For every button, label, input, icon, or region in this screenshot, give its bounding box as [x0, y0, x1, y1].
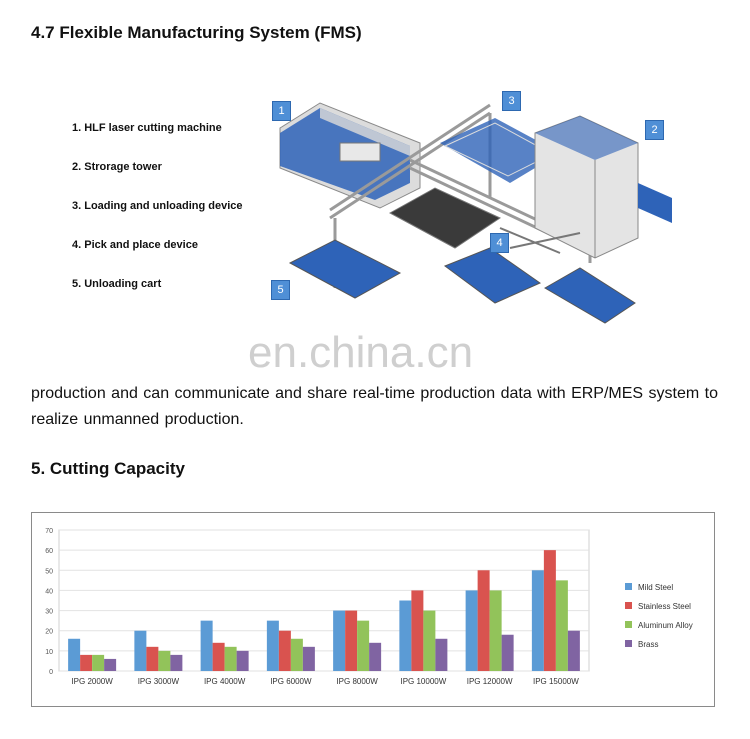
bar-stainless-steel [80, 654, 93, 671]
cutting-table [388, 187, 502, 249]
bar-stainless-steel [477, 570, 490, 671]
bar-aluminum-alloy [357, 620, 370, 671]
component-item: 1. HLF laser cutting machine [72, 122, 222, 134]
callout-3: 3 [502, 91, 521, 111]
x-tick-label: IPG 15000W [533, 677, 579, 686]
legend-label: Stainless Steel [638, 602, 691, 611]
x-tick-label: IPG 12000W [467, 677, 513, 686]
bar-aluminum-alloy [555, 580, 568, 671]
bar-brass [236, 650, 249, 671]
bar-aluminum-alloy [224, 646, 237, 671]
bar-mild-steel [399, 600, 412, 671]
bar-stainless-steel [212, 642, 225, 671]
x-tick-label: IPG 8000W [336, 677, 378, 686]
x-tick-label: IPG 2000W [71, 677, 113, 686]
callout-2: 2 [645, 120, 664, 140]
fms-heading: 4.7 Flexible Manufacturing System (FMS) [31, 23, 362, 42]
bar-aluminum-alloy [489, 590, 502, 671]
bar-stainless-steel [278, 630, 291, 671]
laser-cutting-machine [279, 102, 421, 209]
legend-swatch [625, 583, 632, 590]
bar-stainless-steel [543, 550, 556, 671]
y-tick-label: 70 [45, 528, 53, 535]
bar-mild-steel [333, 610, 346, 671]
bar-brass [302, 646, 315, 671]
y-tick-label: 60 [45, 548, 53, 555]
bar-mild-steel [266, 620, 279, 671]
bar-aluminum-alloy [423, 610, 436, 671]
legend-swatch [625, 602, 632, 609]
bar-mild-steel [134, 630, 147, 671]
bar-aluminum-alloy [158, 650, 171, 671]
unloading-cart [443, 247, 542, 304]
bar-brass [435, 638, 448, 671]
watermark: en.china.cn [248, 328, 474, 377]
x-tick-label: IPG 10000W [400, 677, 446, 686]
y-tick-label: 40 [45, 588, 53, 595]
unloading-cart [288, 239, 402, 299]
legend-swatch [625, 621, 632, 628]
component-item: 4. Pick and place device [72, 239, 198, 251]
x-tick-label: IPG 4000W [204, 677, 246, 686]
bar-brass [501, 634, 514, 671]
component-item: 5. Unloading cart [72, 278, 162, 290]
bar-aluminum-alloy [290, 638, 303, 671]
y-tick-label: 20 [45, 629, 53, 636]
legend-swatch [625, 640, 632, 647]
bar-stainless-steel [146, 646, 159, 671]
x-tick-label: IPG 3000W [138, 677, 180, 686]
component-list: 1. HLF laser cutting machine 2. Strorage… [72, 122, 243, 317]
bar-brass [369, 642, 382, 671]
x-tick-label: IPG 6000W [270, 677, 312, 686]
body-paragraph: production and can communicate and share… [31, 385, 718, 428]
bar-mild-steel [200, 620, 213, 671]
bar-aluminum-alloy [92, 654, 105, 671]
legend-label: Mild Steel [638, 583, 673, 592]
legend-label: Aluminum Alloy [638, 621, 693, 630]
callout-1: 1 [272, 101, 291, 121]
bar-brass [170, 654, 183, 671]
y-tick-label: 0 [49, 669, 53, 676]
bar-mild-steel [68, 638, 81, 671]
y-tick-label: 30 [45, 609, 53, 616]
pick-and-place-device [499, 227, 581, 254]
bar-stainless-steel [411, 590, 424, 671]
callout-4: 4 [490, 233, 509, 253]
capacity-heading: 5. Cutting Capacity [31, 459, 185, 478]
y-tick-label: 50 [45, 568, 53, 575]
bar-brass [567, 630, 580, 671]
component-item: 3. Loading and unloading device [72, 200, 243, 212]
component-item: 2. Strorage tower [72, 161, 162, 173]
bar-stainless-steel [345, 610, 358, 671]
bar-brass [104, 658, 117, 671]
y-tick-label: 10 [45, 649, 53, 656]
fms-illustration [279, 102, 672, 324]
bar-mild-steel [531, 570, 544, 671]
unloading-cart [544, 267, 636, 324]
callout-5: 5 [271, 280, 290, 300]
storage-tower [534, 115, 672, 259]
bar-mild-steel [465, 590, 478, 671]
legend-label: Brass [638, 640, 658, 649]
